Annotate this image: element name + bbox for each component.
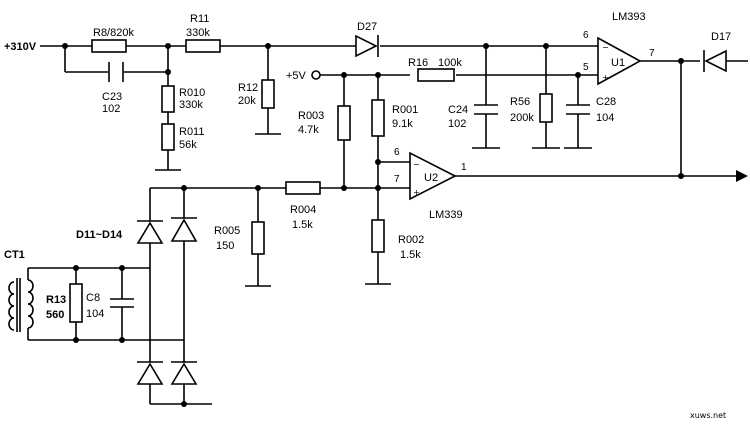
- junction-dots: [62, 43, 684, 407]
- r16-name: R16: [408, 57, 428, 69]
- resistor-r010: [161, 85, 175, 113]
- c24-value: 102: [448, 118, 466, 130]
- resistor-r12: [261, 79, 275, 109]
- r001-value: 9.1k: [392, 118, 413, 130]
- comparator-u2: − +: [409, 151, 457, 201]
- u1-part: LM393: [612, 11, 646, 23]
- r011-name: R011: [179, 126, 204, 138]
- r11-name: R11: [190, 13, 209, 25]
- c28-value: 104: [596, 112, 614, 124]
- r12-name: R12: [238, 82, 258, 94]
- rail-label: +310V: [4, 41, 37, 53]
- r56-name: R56: [510, 96, 530, 108]
- c23-value: 102: [102, 103, 120, 115]
- c24-name: C24: [448, 104, 468, 116]
- supply-terminal: [311, 70, 321, 80]
- r010-value: 330k: [179, 99, 203, 111]
- capacitor-c28: [566, 104, 590, 115]
- c28-name: C28: [596, 96, 616, 108]
- resistor-r11: [185, 39, 221, 53]
- current-transformer-ct1: [8, 278, 34, 332]
- r005-value: 150: [216, 240, 234, 252]
- u1-pin-out: 7: [649, 48, 655, 59]
- capacitor-c23: [108, 62, 124, 82]
- c23-name: C23: [102, 91, 122, 103]
- r001-name: R001: [392, 104, 418, 116]
- r16-value: 100k: [438, 57, 462, 69]
- r002-value: 1.5k: [400, 249, 421, 261]
- ct1-label: CT1: [4, 249, 25, 261]
- u1-name: U1: [611, 57, 625, 69]
- resistor-r001: [371, 99, 385, 137]
- r13-name: R13: [46, 294, 66, 306]
- resistor-r002: [371, 219, 385, 253]
- diode-d27: [355, 34, 379, 58]
- comparator-u1: − +: [597, 36, 642, 86]
- wires: [27, 45, 748, 405]
- resistor-r011: [161, 123, 175, 151]
- output-arrow-icon: [736, 170, 748, 182]
- resistor-r004: [285, 181, 321, 195]
- capacitor-c24: [474, 104, 498, 115]
- resistor-r005: [251, 221, 265, 255]
- u1-pin-noninv: 5: [583, 62, 589, 73]
- svg-text:−: −: [413, 160, 420, 169]
- resistor-r13: [69, 283, 83, 323]
- d17-label: D17: [711, 31, 731, 43]
- resistor-r56: [539, 93, 553, 123]
- r13-value: 560: [46, 309, 64, 321]
- u2-pin-inv: 6: [394, 147, 400, 158]
- resistor-r8: [91, 39, 127, 53]
- capacitor-c8: [110, 298, 134, 308]
- r011-value: 56k: [179, 139, 197, 151]
- c8-name: C8: [86, 292, 100, 304]
- r12-value: 20k: [238, 95, 256, 107]
- bridge-label: D11~D14: [76, 229, 123, 241]
- u2-part: LM339: [429, 209, 463, 221]
- resistor-r16: [417, 68, 455, 82]
- u2-pin-noninv: 7: [394, 174, 400, 185]
- r8-label: R8/820k: [93, 27, 134, 39]
- u1-pin-inv: 6: [583, 30, 589, 41]
- r003-value: 4.7k: [298, 124, 319, 136]
- svg-text:−: −: [602, 43, 609, 52]
- r004-value: 1.5k: [292, 219, 313, 231]
- r002-name: R002: [398, 234, 424, 246]
- r005-name: R005: [214, 225, 240, 237]
- c8-value: 104: [86, 308, 104, 320]
- svg-text:+: +: [602, 73, 609, 82]
- diode-d17: [703, 49, 727, 73]
- r56-value: 200k: [510, 112, 534, 124]
- svg-text:+: +: [413, 188, 420, 197]
- bridge-rectifier: [136, 217, 198, 385]
- u2-pin-out: 1: [461, 162, 467, 173]
- d27-label: D27: [357, 21, 377, 33]
- watermark: xuws.net: [690, 411, 726, 420]
- resistor-r003: [337, 105, 351, 141]
- r004-name: R004: [290, 204, 316, 216]
- r003-name: R003: [298, 110, 324, 122]
- u2-name: U2: [424, 172, 438, 184]
- r010-name: R010: [179, 87, 205, 99]
- r11-value: 330k: [186, 27, 210, 39]
- supply-label: +5V: [286, 70, 307, 82]
